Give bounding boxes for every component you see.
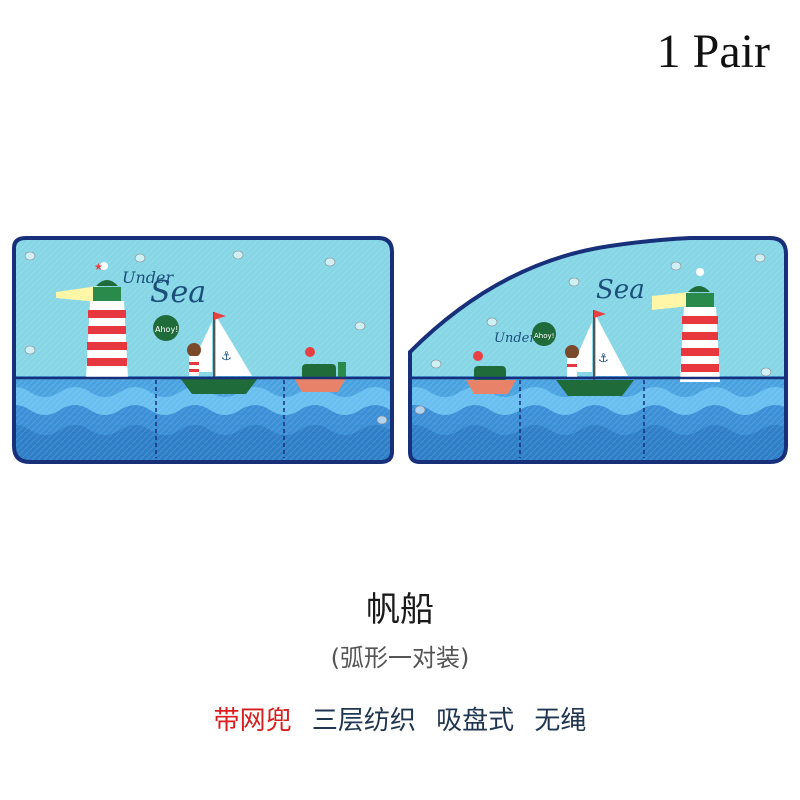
sea-text: Sea: [596, 275, 645, 305]
feature-net-pocket: 带网兜: [213, 706, 292, 736]
under-text: Under: [122, 268, 175, 287]
feature-cordless: 无绳: [534, 706, 587, 736]
tugboat-icon: [294, 347, 346, 392]
sunshade-product-image: ★ Under Sea Ahoy! ⚓: [12, 236, 788, 464]
sea-text: Sea: [150, 275, 206, 310]
sailboat-icon: ⚓: [556, 310, 634, 396]
right-sunshade-panel: Sea Under Ahoy! ⚓: [408, 236, 788, 464]
lighthouse-icon: [652, 268, 720, 382]
svg-text:⚓: ⚓: [598, 351, 609, 365]
feature-list: 带网兜 三层纺织 吸盘式 无绳: [0, 700, 800, 737]
quantity-badge: 1 Pair: [656, 25, 770, 78]
feature-suction-cup: 吸盘式: [436, 706, 515, 736]
speech-bubble-text: Ahoy!: [534, 332, 554, 340]
product-name: 帆船: [366, 590, 434, 630]
left-sunshade-panel: ★ Under Sea Ahoy! ⚓: [12, 236, 394, 464]
under-text: Under: [494, 331, 536, 346]
product-subtitle: (弧形一对装): [330, 644, 470, 672]
svg-text:⚓: ⚓: [221, 349, 232, 363]
speech-bubble-text: Ahoy!: [155, 325, 178, 334]
svg-text:★: ★: [94, 262, 103, 273]
lighthouse-icon: ★: [56, 262, 128, 378]
sailboat-icon: ⚓: [180, 312, 258, 394]
feature-three-layer: 三层纺织: [311, 706, 416, 736]
